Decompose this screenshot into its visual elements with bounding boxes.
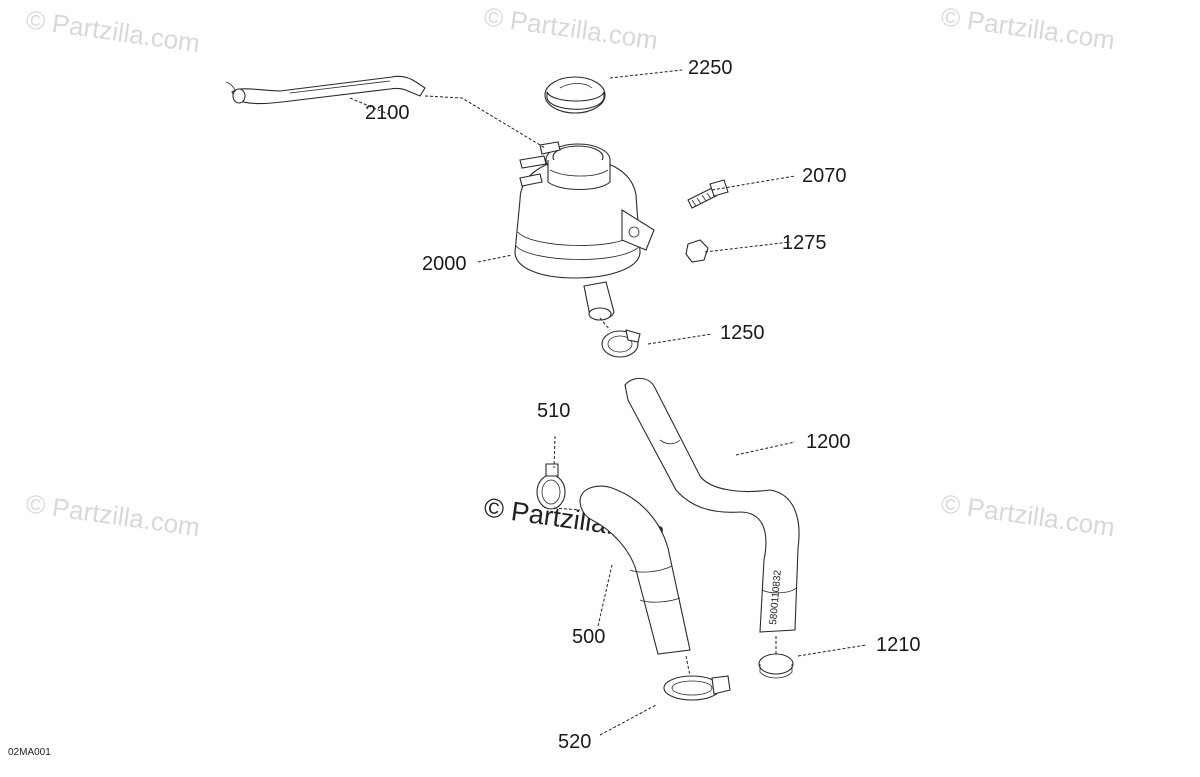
drawing-code: 02MA001 — [8, 747, 51, 758]
callout-2100[interactable]: 2100 — [365, 102, 410, 124]
callout-2000[interactable]: 2000 — [422, 253, 467, 275]
callout-1250[interactable]: 1250 — [720, 322, 765, 344]
callout-2250[interactable]: 2250 — [688, 57, 733, 79]
callout-520[interactable]: 520 — [558, 731, 591, 753]
vent-hose-2100[interactable] — [225, 75, 426, 105]
callout-labels: 2250 2100 2070 1275 2000 1250 510 1200 5… — [365, 57, 921, 753]
clamp-1250[interactable] — [601, 329, 641, 358]
watermark-text: © Partzilla.com — [939, 1, 1117, 55]
watermark-text: © Partzilla.com — [939, 488, 1117, 542]
reservoir-cap-2250[interactable] — [544, 76, 606, 114]
bolt-2070[interactable] — [687, 179, 729, 209]
nut-1275[interactable] — [685, 239, 709, 263]
watermark-text: © Partzilla.com — [24, 4, 202, 58]
hose-500[interactable] — [579, 485, 691, 655]
coolant-reservoir-2000[interactable] — [514, 141, 655, 321]
callout-1200[interactable]: 1200 — [806, 431, 851, 453]
callout-1275[interactable]: 1275 — [782, 232, 827, 254]
hose-1200[interactable]: 5800110832 — [624, 377, 800, 633]
watermark-text: © Partzilla.com — [24, 488, 202, 542]
watermark-text: © Partzilla.com — [482, 1, 660, 55]
clamp-1210[interactable] — [758, 653, 794, 679]
clamp-510[interactable] — [536, 463, 566, 510]
callout-510[interactable]: 510 — [537, 400, 570, 422]
hose-marking: 5800110832 — [768, 569, 784, 625]
callout-2070[interactable]: 2070 — [802, 165, 847, 187]
callout-500[interactable]: 500 — [572, 626, 605, 648]
clamp-520[interactable] — [663, 675, 731, 701]
leader-lines — [349, 69, 867, 736]
callout-1210[interactable]: 1210 — [876, 634, 921, 656]
